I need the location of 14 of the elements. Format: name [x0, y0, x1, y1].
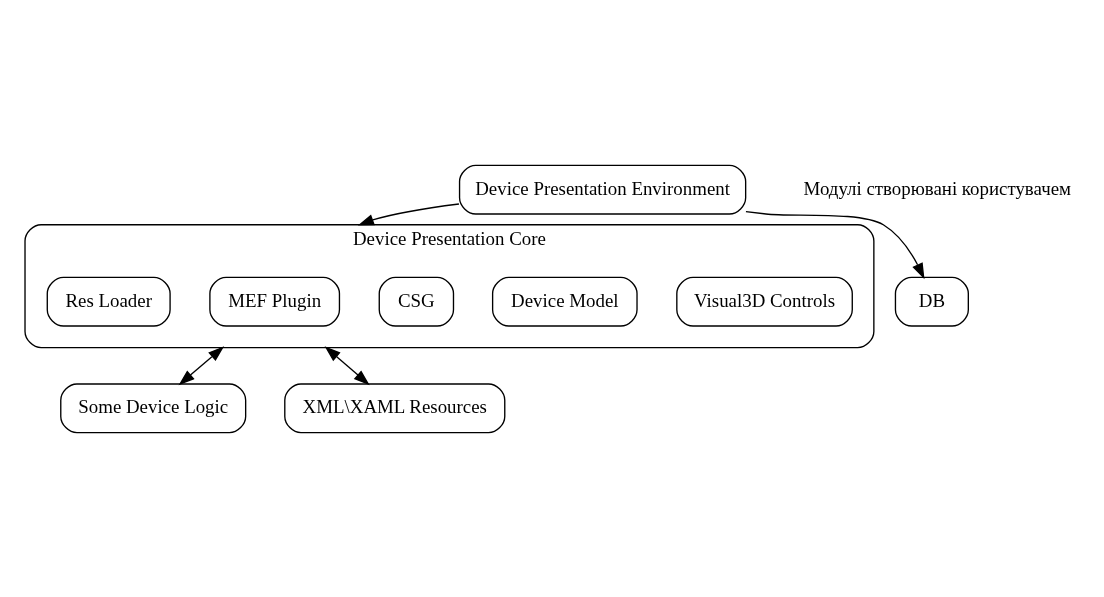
node-box: DB: [894, 276, 969, 327]
node-box: Visual3D Controls: [676, 276, 853, 327]
node-box: Device Presentation Environment: [458, 164, 747, 215]
node-box: XML\XAML Resources: [284, 382, 506, 433]
node-box: Some Device Logic: [60, 382, 247, 433]
node-box: MEF Plugin: [209, 276, 341, 327]
arrow: [745, 210, 925, 279]
arrow: [178, 345, 225, 385]
arrow: [324, 345, 370, 385]
label: Модулі створювані користувачем: [803, 177, 1071, 199]
arrow: [357, 202, 460, 225]
node-box: Device Model: [491, 276, 638, 327]
node-box: Res Loader: [46, 276, 171, 327]
node-box: CSG: [378, 276, 455, 327]
